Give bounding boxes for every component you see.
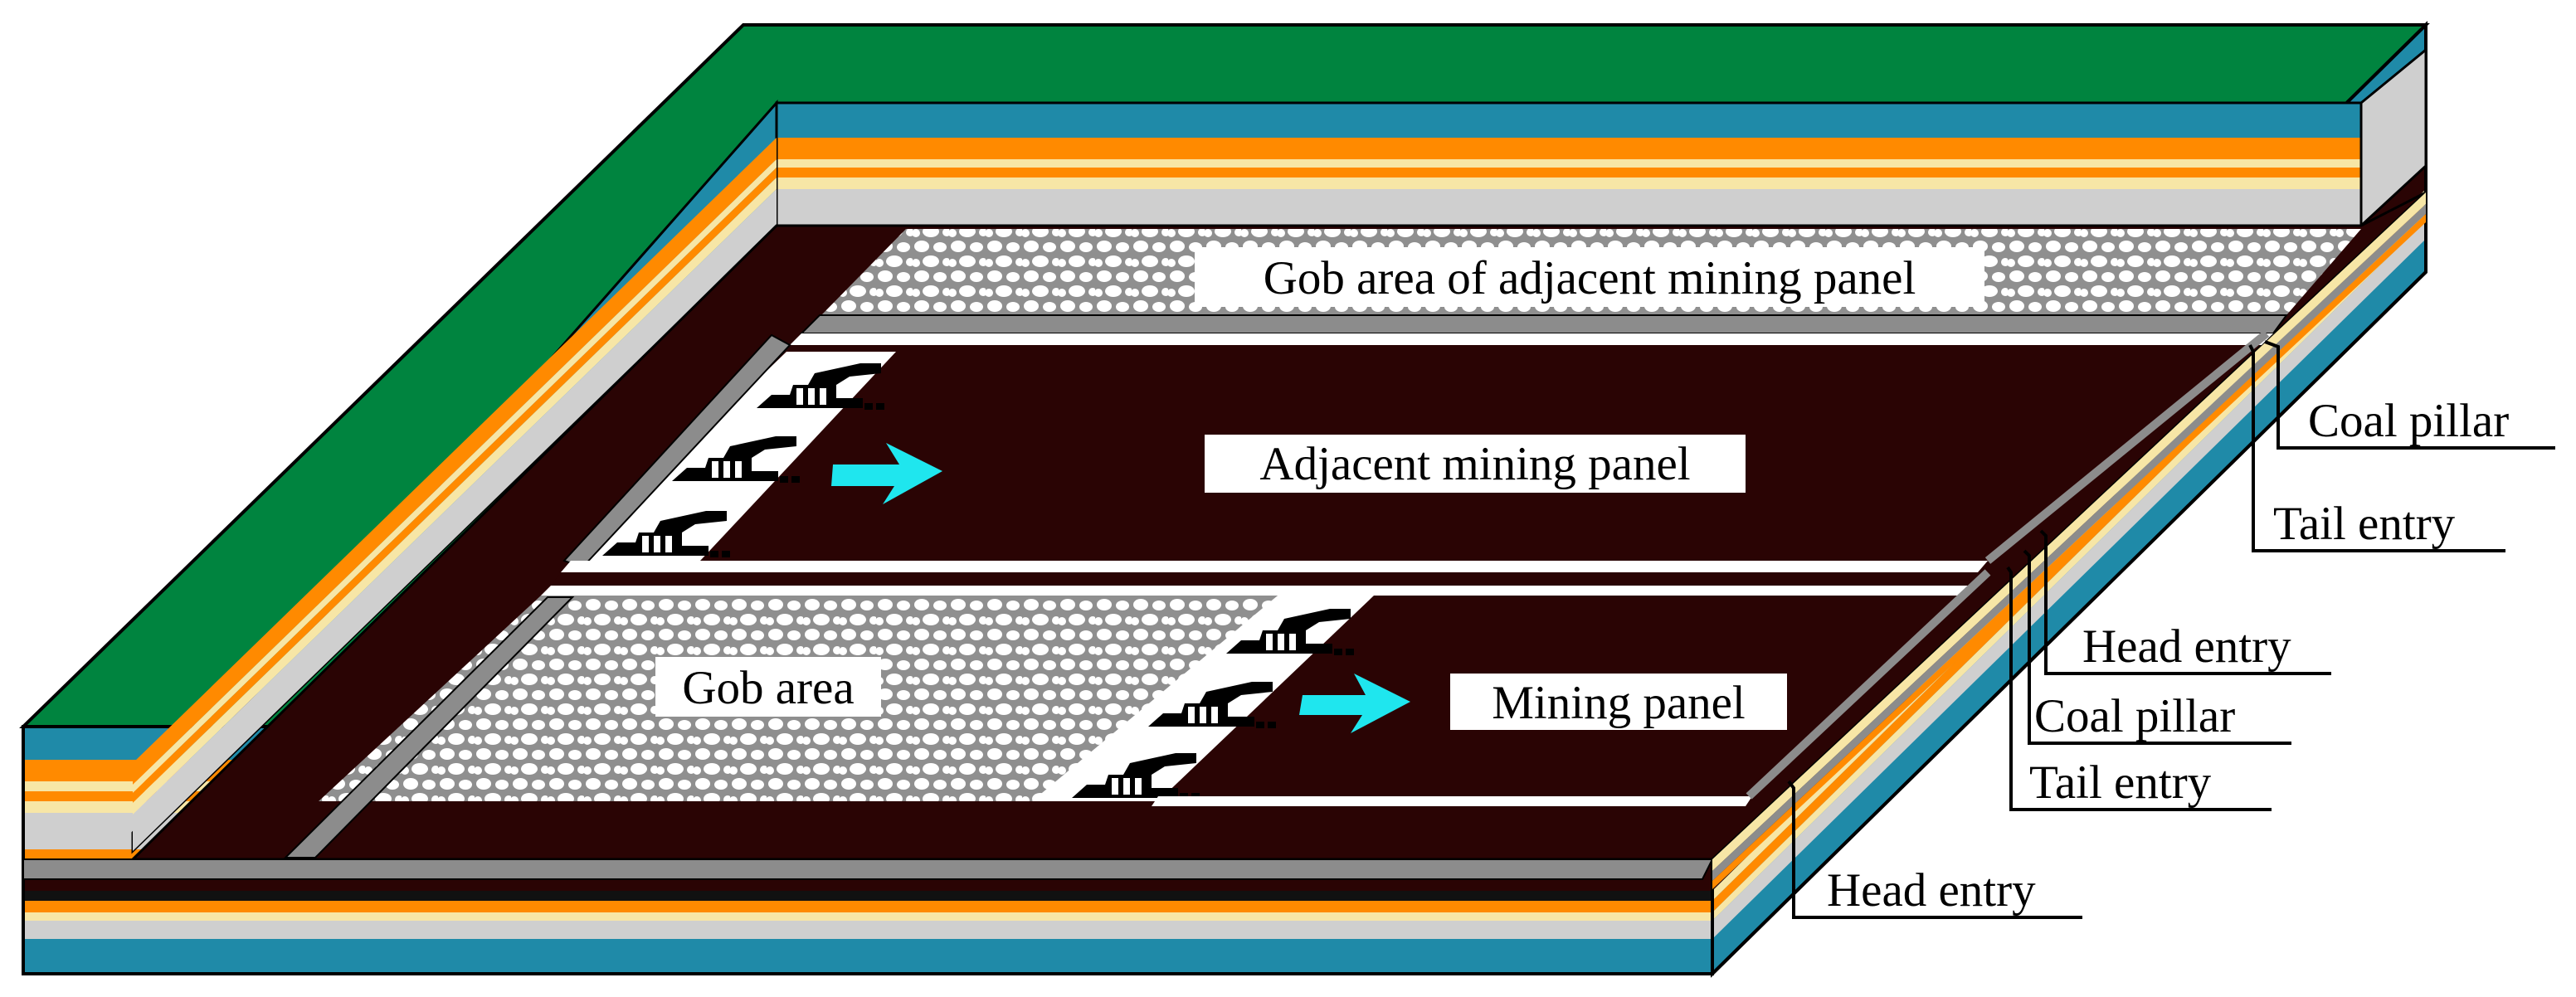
label-adjacent-panel: Adjacent mining panel <box>1205 435 1746 493</box>
label-coal-pillar-1: Coal pillar <box>2308 395 2509 447</box>
svg-text:Adjacent mining panel: Adjacent mining panel <box>1259 438 1690 490</box>
entry-road-front <box>22 858 1714 880</box>
svg-text:Gob area of adjacent mining pa: Gob area of adjacent mining panel <box>1264 252 1916 304</box>
label-head-entry-1: Head entry <box>2082 620 2291 673</box>
label-mining-panel: Mining panel <box>1450 674 1787 730</box>
label-tail-entry-1: Tail entry <box>2273 498 2456 550</box>
label-coal-pillar-2: Coal pillar <box>2034 690 2235 742</box>
arrow-right-icon <box>1299 674 1410 733</box>
entry-road-back <box>799 314 2288 334</box>
right-entries <box>1712 192 2426 889</box>
label-tail-entry-2: Tail entry <box>2029 756 2212 809</box>
label-head-entry-2: Head entry <box>1827 864 2036 917</box>
pit-walls <box>131 46 2427 854</box>
arrow-right-icon <box>831 443 942 504</box>
mining-panel-face <box>1032 596 1752 806</box>
adjacent-panel-face <box>541 333 1988 596</box>
svg-text:Mining panel: Mining panel <box>1492 677 1746 729</box>
label-gob-area: Gob area <box>655 657 881 717</box>
svg-text:Gob area: Gob area <box>682 662 854 714</box>
entry-road-left <box>283 596 575 858</box>
callout-lines <box>1787 340 2555 919</box>
label-gob-adjacent: Gob area of adjacent mining panel <box>1195 247 1984 307</box>
